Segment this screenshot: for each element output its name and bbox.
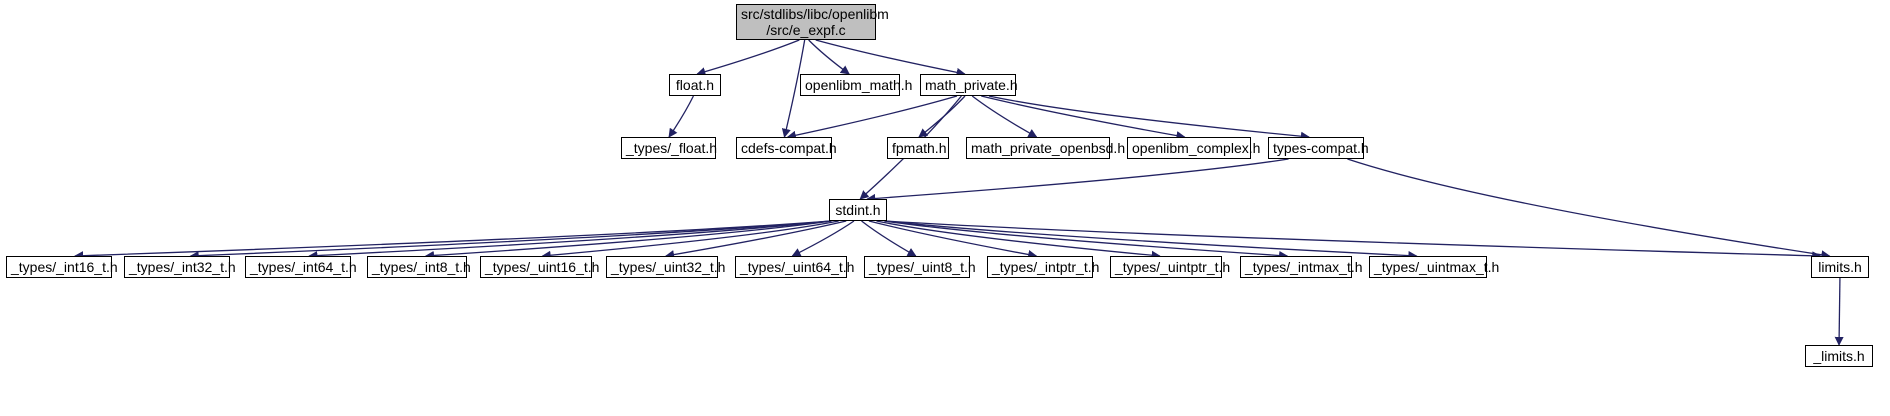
graph-edge-root-to-math_private bbox=[815, 39, 966, 77]
graph-node-t_intmax[interactable]: _types/_intmax_t.h bbox=[1240, 256, 1363, 278]
graph-node-limits[interactable]: limits.h bbox=[1811, 256, 1869, 278]
graph-node-root[interactable]: src/stdlibs/libc/openlibm /src/e_expf.c bbox=[736, 4, 889, 40]
graph-node-t_uint8[interactable]: _types/_uint8_t.h bbox=[864, 256, 976, 278]
graph-edge-math_private-to-math_private_ob bbox=[971, 95, 1038, 138]
graph-node-t_int8[interactable]: _types/_int8_t.h bbox=[367, 256, 471, 278]
graph-node-label: _types/_intmax_t.h bbox=[1245, 259, 1363, 275]
graph-node-label: _types/_uintptr_t.h bbox=[1115, 259, 1231, 275]
graph-node-label: float.h bbox=[675, 77, 715, 93]
graph-edge-limits-to-_limits bbox=[1834, 277, 1844, 346]
graph-node-label: _types/_int8_t.h bbox=[372, 259, 471, 275]
graph-edge-stdint-to-t_int8 bbox=[424, 220, 832, 261]
graph-edge-stdint-to-t_int16 bbox=[74, 220, 832, 261]
graph-node-openlibm_math[interactable]: openlibm_math.h bbox=[800, 74, 913, 96]
graph-edge-math_private-to-types_compat bbox=[988, 95, 1310, 141]
graph-node-label: openlibm_complex.h bbox=[1132, 140, 1261, 156]
graph-node-label: _types/_intptr_t.h bbox=[992, 259, 1100, 275]
graph-node-t_uintptr[interactable]: _types/_uintptr_t.h bbox=[1110, 256, 1231, 278]
graph-edge-stdint-to-t_uint64 bbox=[791, 220, 855, 257]
graph-edge-stdint-to-t_int64 bbox=[308, 220, 832, 261]
graph-node-label: types-compat.h bbox=[1273, 140, 1369, 156]
graph-edge-root-to-float bbox=[696, 39, 800, 77]
graph-node-t_uint64[interactable]: _types/_uint64_t.h bbox=[735, 256, 855, 278]
graph-node-label: _types/_int16_t.h bbox=[11, 259, 118, 275]
graph-node-math_private_ob[interactable]: math_private_openbsd.h bbox=[966, 137, 1126, 159]
graph-node-t_int16[interactable]: _types/_int16_t.h bbox=[6, 256, 118, 278]
graph-node-label: _types/_int64_t.h bbox=[250, 259, 357, 275]
graph-edge-root-to-cdefs_compat bbox=[781, 39, 806, 138]
graph-edge-root-to-openlibm_math bbox=[808, 39, 850, 75]
graph-edge-stdint-to-t_int32 bbox=[189, 220, 832, 261]
graph-node-openlibm_cplx[interactable]: openlibm_complex.h bbox=[1127, 137, 1261, 159]
graph-node-label: _types/_uintmax_t.h bbox=[1374, 259, 1500, 275]
graph-edge-math_private-to-fpmath bbox=[918, 95, 966, 138]
graph-edge-stdint-to-t_uint32 bbox=[665, 220, 847, 260]
graph-node-types_float[interactable]: _types/_float.h bbox=[621, 137, 718, 159]
graph-edge-float-to-types_float bbox=[668, 95, 694, 138]
graph-node-cdefs_compat[interactable]: cdefs-compat.h bbox=[736, 137, 837, 159]
graph-node-label: _types/_uint64_t.h bbox=[740, 259, 855, 275]
graph-node-label: math_private.h bbox=[925, 77, 1018, 93]
graph-node-_limits[interactable]: _limits.h bbox=[1805, 345, 1873, 367]
graph-node-fpmath[interactable]: fpmath.h bbox=[887, 137, 949, 159]
graph-node-label: limits.h bbox=[1818, 259, 1862, 275]
graph-node-label: _limits.h bbox=[1813, 348, 1865, 364]
graph-edge-stdint-to-t_uint16 bbox=[541, 220, 839, 260]
graph-node-label: cdefs-compat.h bbox=[741, 140, 837, 156]
graph-edge-math_private-to-openlibm_cplx bbox=[981, 95, 1186, 141]
graph-node-label: math_private_openbsd.h bbox=[971, 140, 1126, 156]
graph-node-t_uintmax[interactable]: _types/_uintmax_t.h bbox=[1369, 256, 1500, 278]
graph-edge-stdint-to-t_intmax bbox=[884, 220, 1289, 261]
graph-node-label: fpmath.h bbox=[892, 140, 947, 156]
graph-node-types_compat[interactable]: types-compat.h bbox=[1268, 137, 1369, 159]
graph-edge-stdint-to-t_intptr bbox=[868, 220, 1038, 259]
graph-node-label: _types/_uint32_t.h bbox=[611, 259, 726, 275]
graph-node-stdint[interactable]: stdint.h bbox=[829, 199, 887, 221]
graph-edge-stdint-to-t_uint8 bbox=[861, 220, 917, 257]
graph-node-label: stdint.h bbox=[835, 202, 881, 218]
graph-node-label: src/stdlibs/libc/openlibm /src/e_expf.c bbox=[741, 6, 889, 38]
graph-node-t_intptr[interactable]: _types/_intptr_t.h bbox=[987, 256, 1100, 278]
graph-node-t_int32[interactable]: _types/_int32_t.h bbox=[124, 256, 236, 278]
graph-node-t_int64[interactable]: _types/_int64_t.h bbox=[245, 256, 357, 278]
graph-edge-types_compat-to-stdint bbox=[866, 158, 1289, 203]
graph-node-label: openlibm_math.h bbox=[805, 77, 913, 93]
graph-node-float[interactable]: float.h bbox=[669, 74, 721, 96]
graph-node-label: _types/_uint8_t.h bbox=[869, 259, 976, 275]
graph-edge-math_private-to-cdefs_compat bbox=[786, 95, 958, 140]
graph-node-math_private[interactable]: math_private.h bbox=[920, 74, 1018, 96]
graph-edge-stdint-to-limits bbox=[884, 220, 1822, 261]
graph-node-label: _types/_float.h bbox=[626, 140, 718, 156]
graph-node-label: _types/_int32_t.h bbox=[129, 259, 236, 275]
graph-edge-types_compat-to-limits bbox=[1347, 158, 1831, 260]
graph-edge-stdint-to-t_uintmax bbox=[884, 220, 1418, 261]
graph-node-t_uint32[interactable]: _types/_uint32_t.h bbox=[606, 256, 726, 278]
graph-edge-stdint-to-t_uintptr bbox=[876, 220, 1161, 260]
graph-node-t_uint16[interactable]: _types/_uint16_t.h bbox=[480, 256, 600, 278]
graph-node-label: _types/_uint16_t.h bbox=[485, 259, 600, 275]
